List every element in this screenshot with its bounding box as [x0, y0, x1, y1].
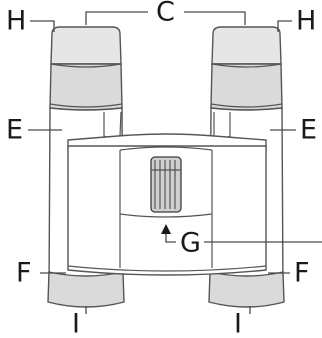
arrow-g	[161, 224, 171, 234]
label-h-right: H	[296, 6, 316, 37]
label-c: C	[156, 0, 175, 28]
label-g: G	[180, 228, 201, 259]
leader-h-right	[277, 20, 292, 32]
leader-lines	[28, 11, 322, 314]
label-f-left: F	[16, 258, 32, 289]
left-barrel-base	[47, 271, 125, 308]
leader-c	[85, 11, 246, 25]
label-e-right: E	[300, 115, 317, 146]
left-collar	[49, 63, 123, 111]
focus-wheel	[150, 156, 182, 213]
label-i-right: I	[234, 309, 242, 338]
right-barrel-base	[208, 271, 285, 308]
label-h-left: H	[6, 6, 26, 37]
label-f-right: F	[294, 258, 310, 289]
right-eyecup	[211, 26, 282, 65]
right-collar	[210, 63, 283, 111]
label-i-left: I	[72, 309, 80, 338]
leader-h-left	[30, 20, 55, 32]
label-e-left: E	[6, 115, 23, 146]
left-eyecup	[50, 26, 122, 65]
